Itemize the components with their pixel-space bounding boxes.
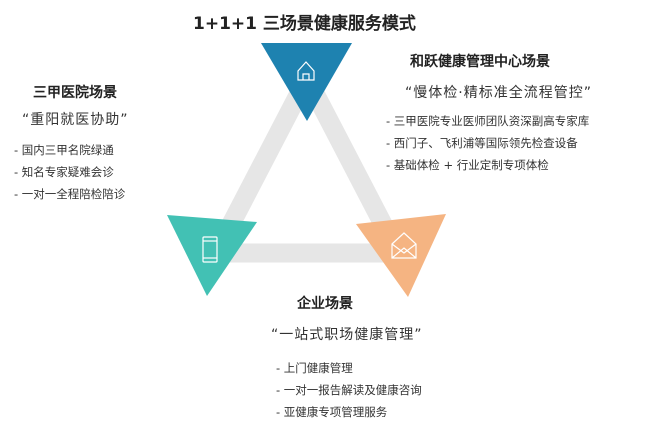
center-list: - 三甲医院专业医师团队资深副高专家库 - 西门子、飞利浦等国际领先检查设备 -…	[386, 110, 589, 176]
left-triangle	[167, 215, 257, 296]
right-triangle	[356, 214, 446, 297]
list-item: - 知名专家疑难会诊	[14, 165, 114, 179]
triangle-band	[200, 57, 414, 263]
center-heading: 和跃健康管理中心场景	[410, 54, 550, 70]
hospital-list: - 国内三甲名院绿通 - 知名专家疑难会诊 - 一对一全程陪检陪诊	[14, 139, 125, 205]
house-icon	[297, 61, 315, 81]
list-item: - 上门健康管理	[276, 361, 353, 375]
list-item: - 西门子、飞利浦等国际领先检查设备	[386, 136, 578, 150]
list-item: - 一对一全程陪检陪诊	[14, 187, 126, 201]
list-item: - 一对一报告解读及健康咨询	[276, 383, 422, 397]
hospital-heading: 三甲医院场景	[33, 85, 117, 101]
list-item: - 三甲医院专业医师团队资深副高专家库	[386, 114, 590, 128]
list-item: - 国内三甲名院绿通	[14, 143, 114, 157]
enterprise-list: - 上门健康管理 - 一对一报告解读及健康咨询 - 亚健康专项管理服务	[276, 357, 422, 423]
enterprise-quote: “一站式职场健康管理”	[271, 327, 423, 343]
center-quote: “慢体检·精标准全流程管控”	[405, 85, 592, 101]
top-triangle	[261, 43, 352, 121]
hospital-quote: “重阳就医协助”	[22, 112, 129, 128]
envelope-icon	[391, 232, 417, 259]
list-item: - 亚健康专项管理服务	[276, 405, 388, 419]
enterprise-heading: 企业场景	[297, 296, 353, 312]
phone-icon	[202, 236, 218, 263]
page-title: 1+1+1 三场景健康服务模式	[193, 14, 416, 34]
list-item: - 基础体检 + 行业定制专项体检	[386, 158, 549, 172]
